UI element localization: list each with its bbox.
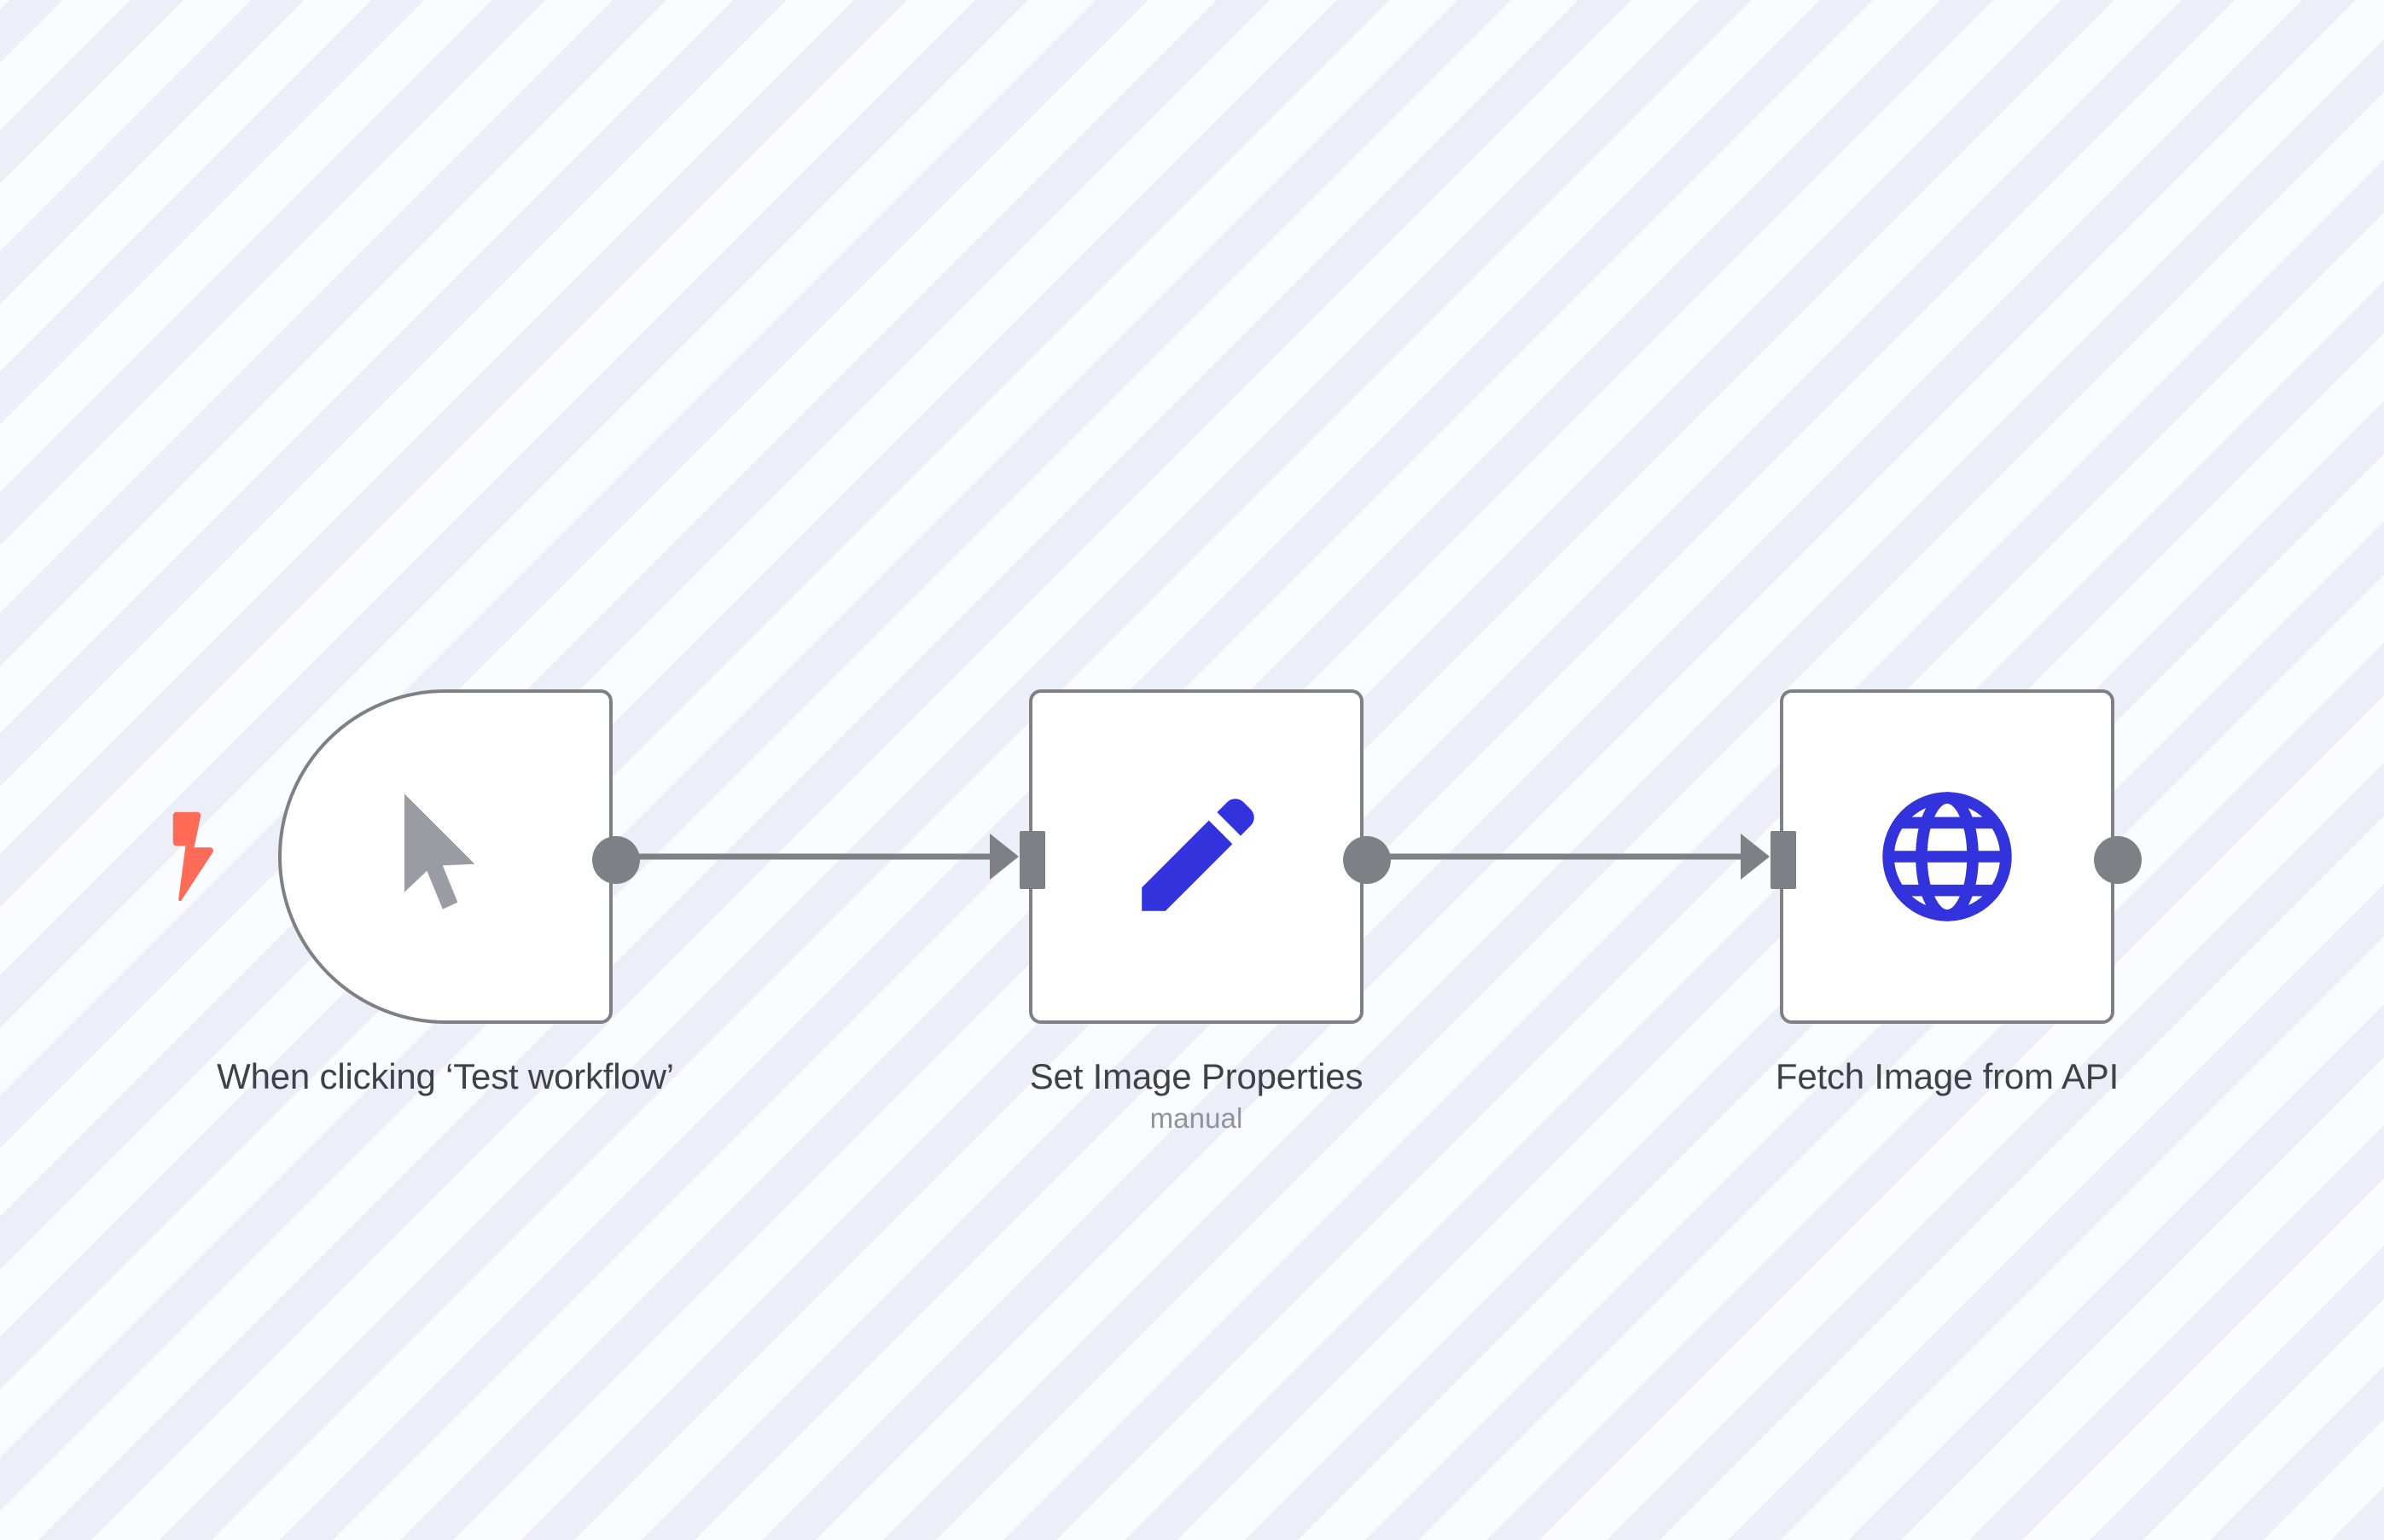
node-title-fetch-image-from-api: Fetch Image from API xyxy=(1775,1056,2119,1096)
output-port-set-image-properties[interactable] xyxy=(1343,836,1391,884)
node-manual-trigger[interactable] xyxy=(278,689,640,1024)
connection-line xyxy=(1370,853,1747,860)
lightning-bolt-icon xyxy=(167,807,220,909)
mouse-pointer-icon xyxy=(391,788,500,925)
node-label-set-image-properties: Set Image Properties manual xyxy=(872,1056,1521,1135)
input-port-set-image-properties[interactable] xyxy=(1020,831,1045,889)
output-port-fetch-image-from-api[interactable] xyxy=(2094,836,2142,884)
connection-line xyxy=(619,853,997,860)
node-title-set-image-properties: Set Image Properties xyxy=(1029,1056,1364,1096)
node-subtitle-set-image-properties: manual xyxy=(1149,1102,1243,1135)
input-port-fetch-image-from-api[interactable] xyxy=(1771,831,1796,889)
connection-arrowhead-icon xyxy=(1741,834,1770,880)
globe-icon xyxy=(1872,782,2022,932)
node-fetch-image-from-api[interactable] xyxy=(1771,689,2142,1024)
node-label-manual-trigger: When clicking ‘Test workflow’ xyxy=(186,1056,705,1096)
output-port-manual-trigger[interactable] xyxy=(592,836,640,884)
pencil-icon xyxy=(1123,783,1270,930)
node-title-manual-trigger: When clicking ‘Test workflow’ xyxy=(217,1056,674,1096)
connection-arrowhead-icon xyxy=(990,834,1019,880)
node-set-image-properties[interactable] xyxy=(1020,689,1391,1024)
node-label-fetch-image-from-api: Fetch Image from API xyxy=(1640,1056,2254,1096)
